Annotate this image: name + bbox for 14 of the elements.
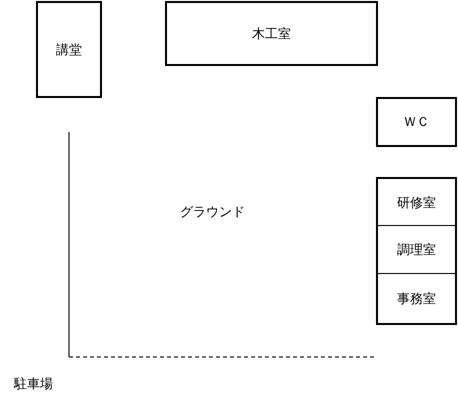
- room-name: 調理室: [397, 242, 436, 259]
- room: [36, 1, 102, 98]
- room-name: 研修室: [397, 194, 436, 212]
- room-name: 講堂: [56, 42, 82, 58]
- room-name: 木工室: [252, 26, 291, 42]
- room-name: ＷＣ: [404, 114, 430, 131]
- room: [165, 1, 378, 66]
- room: [376, 97, 457, 147]
- room: [376, 273, 457, 325]
- room: [376, 225, 457, 275]
- room: [376, 177, 457, 227]
- area-label: グラウンド: [180, 204, 245, 221]
- room-name: 事務室: [397, 290, 436, 308]
- area-label: 駐車場: [14, 376, 53, 393]
